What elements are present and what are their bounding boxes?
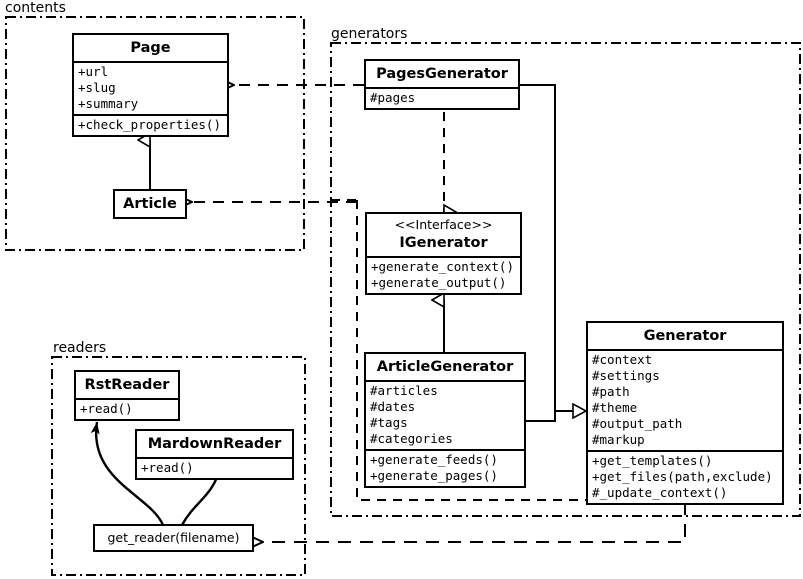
class-methods-rstreader: +read() — [76, 398, 178, 419]
class-attributes-generator: #context #settings #path #theme #output_… — [588, 349, 782, 450]
class-box-pagesgenerator[interactable]: PagesGenerator #pages — [364, 59, 520, 110]
method-update-context: #_update_context() — [592, 485, 728, 500]
package-label-contents: contents — [4, 0, 67, 16]
attribute-categories: #categories — [370, 431, 453, 446]
attribute-url: +url — [78, 64, 109, 79]
class-name-mardownreader: MardownReader — [147, 436, 282, 452]
generators-inner-gutter — [356, 200, 700, 501]
class-box-igenerator[interactable]: <<Interface>> IGenerator +generate_conte… — [365, 212, 522, 295]
attribute-summary: +summary — [78, 96, 139, 111]
attribute-tags: #tags — [370, 415, 408, 430]
class-box-articlegenerator[interactable]: ArticleGenerator #articles #dates #tags … — [364, 352, 526, 488]
class-box-mardownreader[interactable]: MardownReader +read() — [135, 429, 294, 480]
package-border-generators — [330, 42, 801, 517]
class-box-page[interactable]: Page +url +slug +summary +check_properti… — [72, 33, 229, 137]
method-get-templates: +get_templates() — [592, 453, 713, 468]
attribute-slug: +slug — [78, 80, 116, 95]
class-box-rstreader[interactable]: RstReader +read() — [74, 370, 180, 421]
class-box-article[interactable]: Article — [113, 189, 187, 219]
class-name-pagesgenerator: PagesGenerator — [376, 66, 508, 82]
class-name-generator: Generator — [643, 328, 727, 344]
attribute-pages: #pages — [370, 90, 416, 105]
class-name-article: Article — [123, 196, 177, 212]
function-name-get-reader: get_reader(filename) — [107, 530, 240, 545]
class-methods-mardownreader: +read() — [137, 457, 292, 478]
line-pagesgenerator-to-generator — [520, 84, 556, 411]
class-name-igenerator: IGenerator — [399, 235, 488, 251]
class-methods-page: +check_properties() — [74, 114, 227, 135]
line-getreader-to-rstreader — [90, 421, 165, 526]
method-generate-context: +generate_context() — [371, 259, 514, 274]
attribute-settings: #settings — [592, 368, 660, 383]
class-box-generator[interactable]: Generator #context #settings #path #them… — [586, 321, 784, 505]
function-box-get-reader[interactable]: get_reader(filename) — [93, 524, 254, 552]
method-get-files: +get_files(path,exclude) — [592, 469, 773, 484]
class-name-rstreader: RstReader — [84, 377, 170, 393]
class-stereotype-igenerator: <<Interface>> — [394, 217, 493, 232]
class-attributes-articlegenerator: #articles #dates #tags #categories — [366, 380, 524, 449]
attribute-context: #context — [592, 352, 653, 367]
method-generate-pages: +generate_pages() — [370, 468, 498, 483]
method-generate-output: +generate_output() — [371, 275, 507, 290]
line-articlegenerator-to-generator — [526, 411, 556, 422]
package-label-readers: readers — [52, 340, 108, 356]
class-attributes-page: +url +slug +summary — [74, 61, 227, 114]
method-read-mardown: +read() — [141, 460, 194, 475]
attribute-path: #path — [592, 384, 630, 399]
line-generator-to-getreader — [263, 502, 686, 542]
class-attributes-pagesgenerator: #pages — [366, 87, 518, 108]
attribute-theme: #theme — [592, 400, 638, 415]
attribute-dates: #dates — [370, 399, 416, 414]
method-check-properties: +check_properties() — [78, 117, 221, 132]
method-generate-feeds: +generate_feeds() — [370, 452, 498, 467]
class-name-page: Page — [130, 40, 171, 56]
package-label-generators: generators — [330, 26, 409, 42]
attribute-articles: #articles — [370, 383, 438, 398]
class-name-articlegenerator: ArticleGenerator — [376, 359, 514, 375]
package-border-readers — [51, 356, 306, 576]
class-methods-igenerator: +generate_context() +generate_output() — [367, 256, 520, 293]
package-border-contents — [5, 16, 305, 251]
method-read-rst: +read() — [80, 401, 133, 416]
attribute-markup: #markup — [592, 432, 645, 447]
class-methods-articlegenerator: +generate_feeds() +generate_pages() — [366, 449, 524, 486]
class-methods-generator: +get_templates() +get_files(path,exclude… — [588, 450, 782, 503]
attribute-output-path: #output_path — [592, 416, 683, 431]
